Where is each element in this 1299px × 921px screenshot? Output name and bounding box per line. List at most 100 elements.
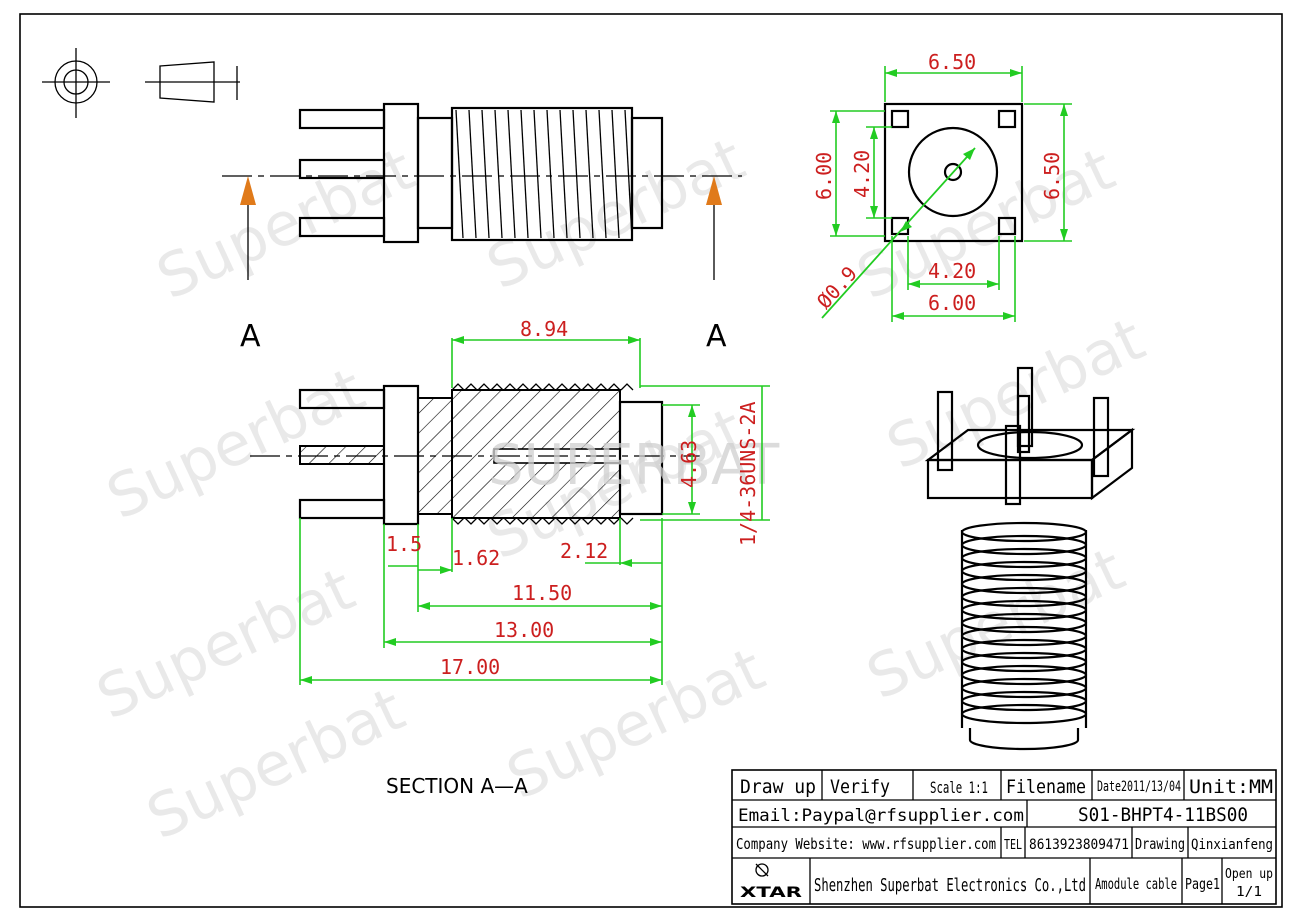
section-mark-right: A [706,319,727,354]
thread-tooth [607,517,621,525]
dim-left-outer: 6.00 [812,152,836,200]
section-mark-left: A [240,319,261,354]
dim-left-inner: 4.20 [850,150,874,198]
tb-date: Date2011/13/04 [1097,779,1181,795]
tb-draw-up: Draw up [740,776,816,798]
iso-thread-ring [960,612,1088,634]
isometric-view [924,366,1136,751]
section-caption: SECTION A—A [386,774,528,798]
iso-pins [936,366,1110,506]
dim-1300: 13.00 [494,618,554,642]
tb-logo: XTAR [740,885,802,901]
watermark-3: Superbat [847,134,1125,313]
thread-line [520,109,529,239]
watermark-9: Superbat [857,534,1135,713]
iso-tip [968,728,1080,751]
title-block: Draw up Verify Scale 1:1 Filename Date20… [731,769,1277,905]
section-arrows: A A [240,176,727,354]
iso-thread-ring [960,560,1088,582]
thread-line [481,109,490,239]
thread-tooth [464,383,478,391]
iso-thread-ring [960,599,1088,621]
dim-top-width: 6.50 [928,50,976,74]
thread-tooth [555,383,569,391]
thread-tooth [581,517,595,525]
dim-tip: 2.12 [560,539,608,563]
thread-line [546,109,555,239]
iso-thread-ring [960,664,1088,686]
dim-bottom-inner: 4.20 [928,259,976,283]
tb-email: Email:Paypal@rfsupplier.com [738,806,1024,826]
thread-tooth [555,517,569,525]
tb-tel-label: TEL [1004,838,1022,853]
watermark-4: Superbat [97,354,375,533]
thread-tooth [568,383,582,391]
thread-tooth [516,383,530,391]
thread-line [559,109,568,239]
watermark-2: Superbat [477,124,755,303]
tb-part-no: S01-BHPT4-11BS00 [1078,804,1248,826]
dim-gap: 1.62 [452,546,500,570]
dim-hole-dia: Ø0.9 [812,261,862,313]
iso-thread-ring [960,573,1088,595]
thread-tooth [451,383,465,391]
thread-tooth [581,383,595,391]
tb-drawer: Qinxianfeng [1191,837,1273,853]
thread-tooth [516,517,530,525]
tb-website: Company Website: www.rfsupplier.com [736,835,996,853]
thread-line [598,109,607,239]
tb-sheet: 1/1 [1236,885,1262,900]
dim-flange: 1.5 [386,532,422,556]
projection-symbol [42,48,240,118]
thread-tooth [620,383,634,391]
dim-right-height: 6.50 [1040,152,1064,200]
thread-tooth [620,517,634,525]
dim-bottom-outer: 6.00 [928,291,976,315]
thread-tooth [477,383,491,391]
tb-product: Amodule cable [1095,875,1177,893]
iso-thread-ring [960,547,1088,569]
tb-unit: Unit:MM [1189,776,1273,798]
thread-line [455,109,464,239]
section-view: SUPERBAT [250,383,780,526]
thread-tooth [568,517,582,525]
iso-thread-ring [960,521,1088,543]
thread-line [624,109,633,239]
tb-drawing: Drawing [1135,835,1185,853]
thread-tooth [490,383,504,391]
thread-tooth [477,517,491,525]
thread-tooth [503,517,517,525]
iso-thread-ring [960,586,1088,608]
thread-tooth [503,383,517,391]
thread-tooth [529,383,543,391]
thread-line [507,109,516,239]
dim-thread-length: 8.94 [520,317,568,341]
center-watermark: SUPERBAT [488,433,780,498]
thread-tooth [542,383,556,391]
thread-tooth [594,517,608,525]
dim-1700: 17.00 [440,655,500,679]
iso-thread-ring [960,638,1088,660]
thread-tooth [594,383,608,391]
side-view [222,102,742,244]
xtar-logo-icon [755,863,769,877]
tb-verify: Verify [830,776,890,798]
dim-thread-spec: 1/4-36UNS-2A [736,402,760,547]
tb-filename: Filename [1006,776,1086,798]
thread-line [533,109,542,239]
thread-tooth [542,517,556,525]
drawing-border [19,13,1283,908]
tb-tel: 8613923809471 [1029,837,1129,853]
thread-line [585,109,594,239]
thread-line [494,109,503,239]
thread-tooth [529,517,543,525]
iso-thread-ring [960,534,1088,556]
thread-tooth [607,383,621,391]
thread-tooth [464,517,478,525]
tb-page: Page1 [1185,875,1220,893]
thread-line [572,109,581,239]
tb-company: Shenzhen Superbat Electronics Co.,Ltd [814,875,1086,896]
iso-thread-ring [960,690,1088,712]
tb-scale: Scale 1:1 [930,778,988,797]
